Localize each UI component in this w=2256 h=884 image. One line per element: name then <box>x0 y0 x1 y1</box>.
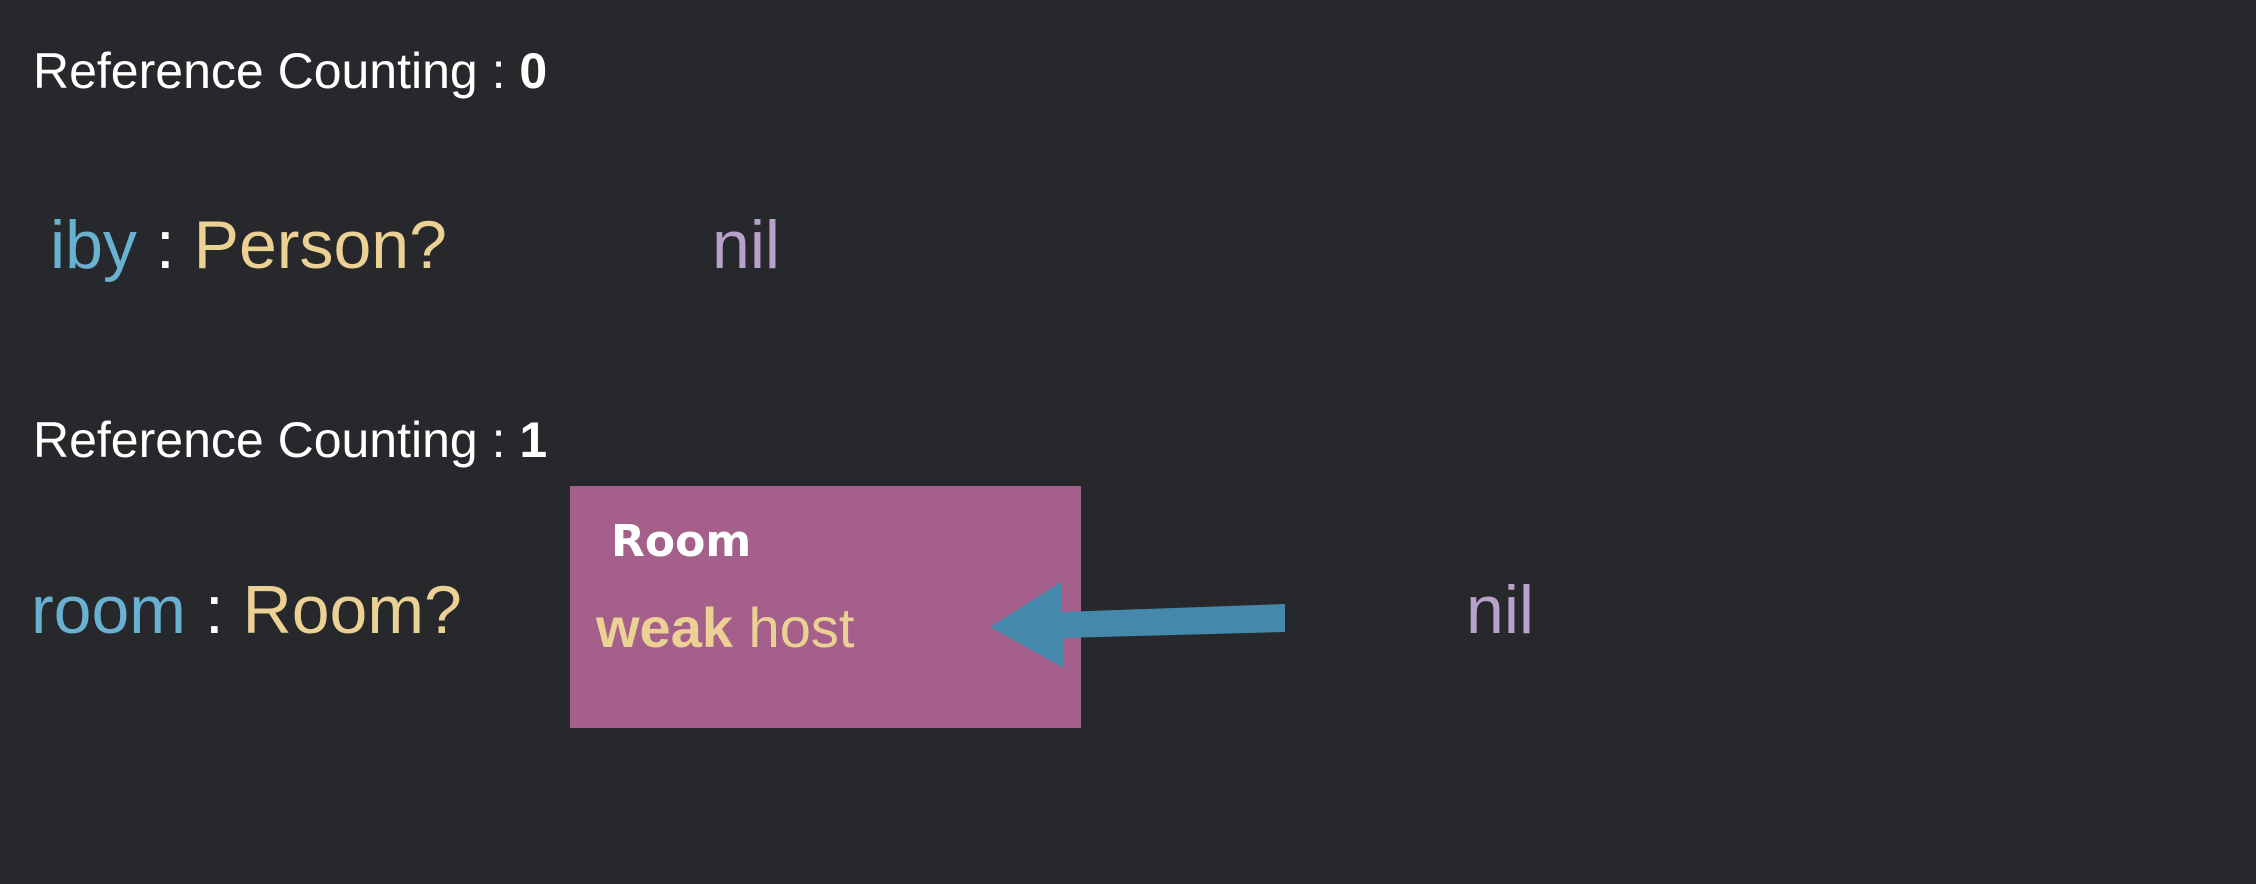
variable-type: Room? <box>242 572 462 648</box>
variable-name: room <box>31 572 186 648</box>
nil-value-2: nil <box>1466 572 1535 648</box>
object-class-name: Room <box>611 516 752 567</box>
reference-count-value: 1 <box>519 412 548 468</box>
reference-count-text: Reference Counting : <box>33 43 520 99</box>
weak-keyword: weak <box>596 596 733 659</box>
reference-count-label-2: Reference Counting : 1 <box>33 415 547 465</box>
type-separator: : <box>136 207 194 283</box>
property-name: host <box>733 596 855 659</box>
variable-name: iby <box>50 207 137 283</box>
nil-value-1: nil <box>712 207 781 283</box>
type-separator: : <box>185 572 243 648</box>
room-object-box: Room weak host <box>570 486 1081 728</box>
reference-count-label-1: Reference Counting : 0 <box>33 46 547 96</box>
variable-declaration-iby: iby : Person? <box>50 211 447 279</box>
variable-declaration-room: room : Room? <box>31 576 462 644</box>
reference-count-text: Reference Counting : <box>33 412 520 468</box>
reference-count-value: 0 <box>519 43 548 99</box>
variable-type: Person? <box>193 207 447 283</box>
weak-property: weak host <box>596 600 854 656</box>
